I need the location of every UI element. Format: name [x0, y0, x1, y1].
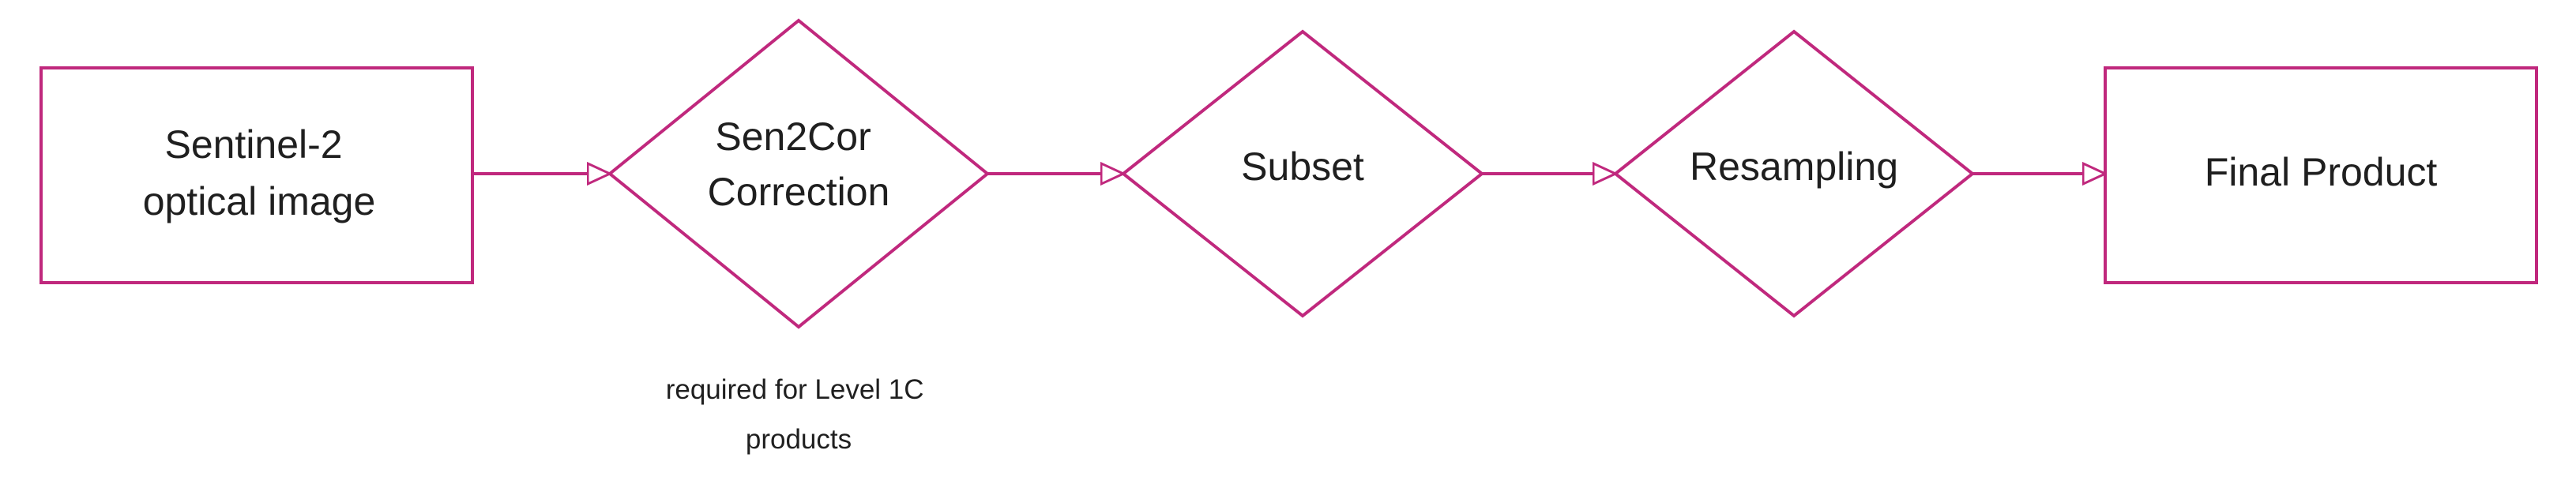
node-resampling-label-line-1: Resampling — [1690, 144, 1898, 189]
node-sentinel-label-line-1: Sentinel-2 — [164, 122, 342, 167]
node-sen2cor-label-line-1: Sen2Cor — [715, 114, 871, 159]
sen2cor-annotation-line-1: required for Level 1C — [666, 374, 924, 405]
node-subset-shape — [1120, 29, 1485, 318]
node-sentinel-2-optical-image[interactable]: Sentinel-2 optical image — [39, 66, 474, 284]
node-sentinel-label-line-2: optical image — [143, 179, 376, 223]
node-subset-label-line-1: Subset — [1241, 144, 1364, 189]
node-resampling[interactable]: Resampling — [1612, 29, 1976, 318]
sen2cor-annotation-line-2: products — [746, 424, 852, 455]
node-final-label-line-1: Final Product — [2205, 150, 2438, 194]
node-resampling-label: Resampling — [1690, 144, 1898, 189]
sen2cor-annotation: required for Level 1C products — [666, 374, 932, 455]
node-sen2cor-correction[interactable]: Sen2Cor Correction — [607, 18, 991, 329]
node-final-shape — [2104, 66, 2538, 284]
node-sen2cor-label-line-2: Correction — [708, 170, 890, 214]
node-sen2cor-label: Sen2Cor Correction — [708, 114, 890, 214]
node-resampling-shape — [1612, 29, 1976, 318]
node-sentinel-shape — [39, 66, 474, 284]
node-subset[interactable]: Subset — [1120, 29, 1485, 318]
node-sen2cor-shape — [607, 18, 991, 329]
node-final-label: Final Product — [2205, 150, 2438, 194]
node-final-product[interactable]: Final Product — [2104, 66, 2538, 284]
node-sentinel-label: Sentinel-2 optical image — [143, 122, 376, 223]
node-subset-label: Subset — [1241, 144, 1364, 189]
